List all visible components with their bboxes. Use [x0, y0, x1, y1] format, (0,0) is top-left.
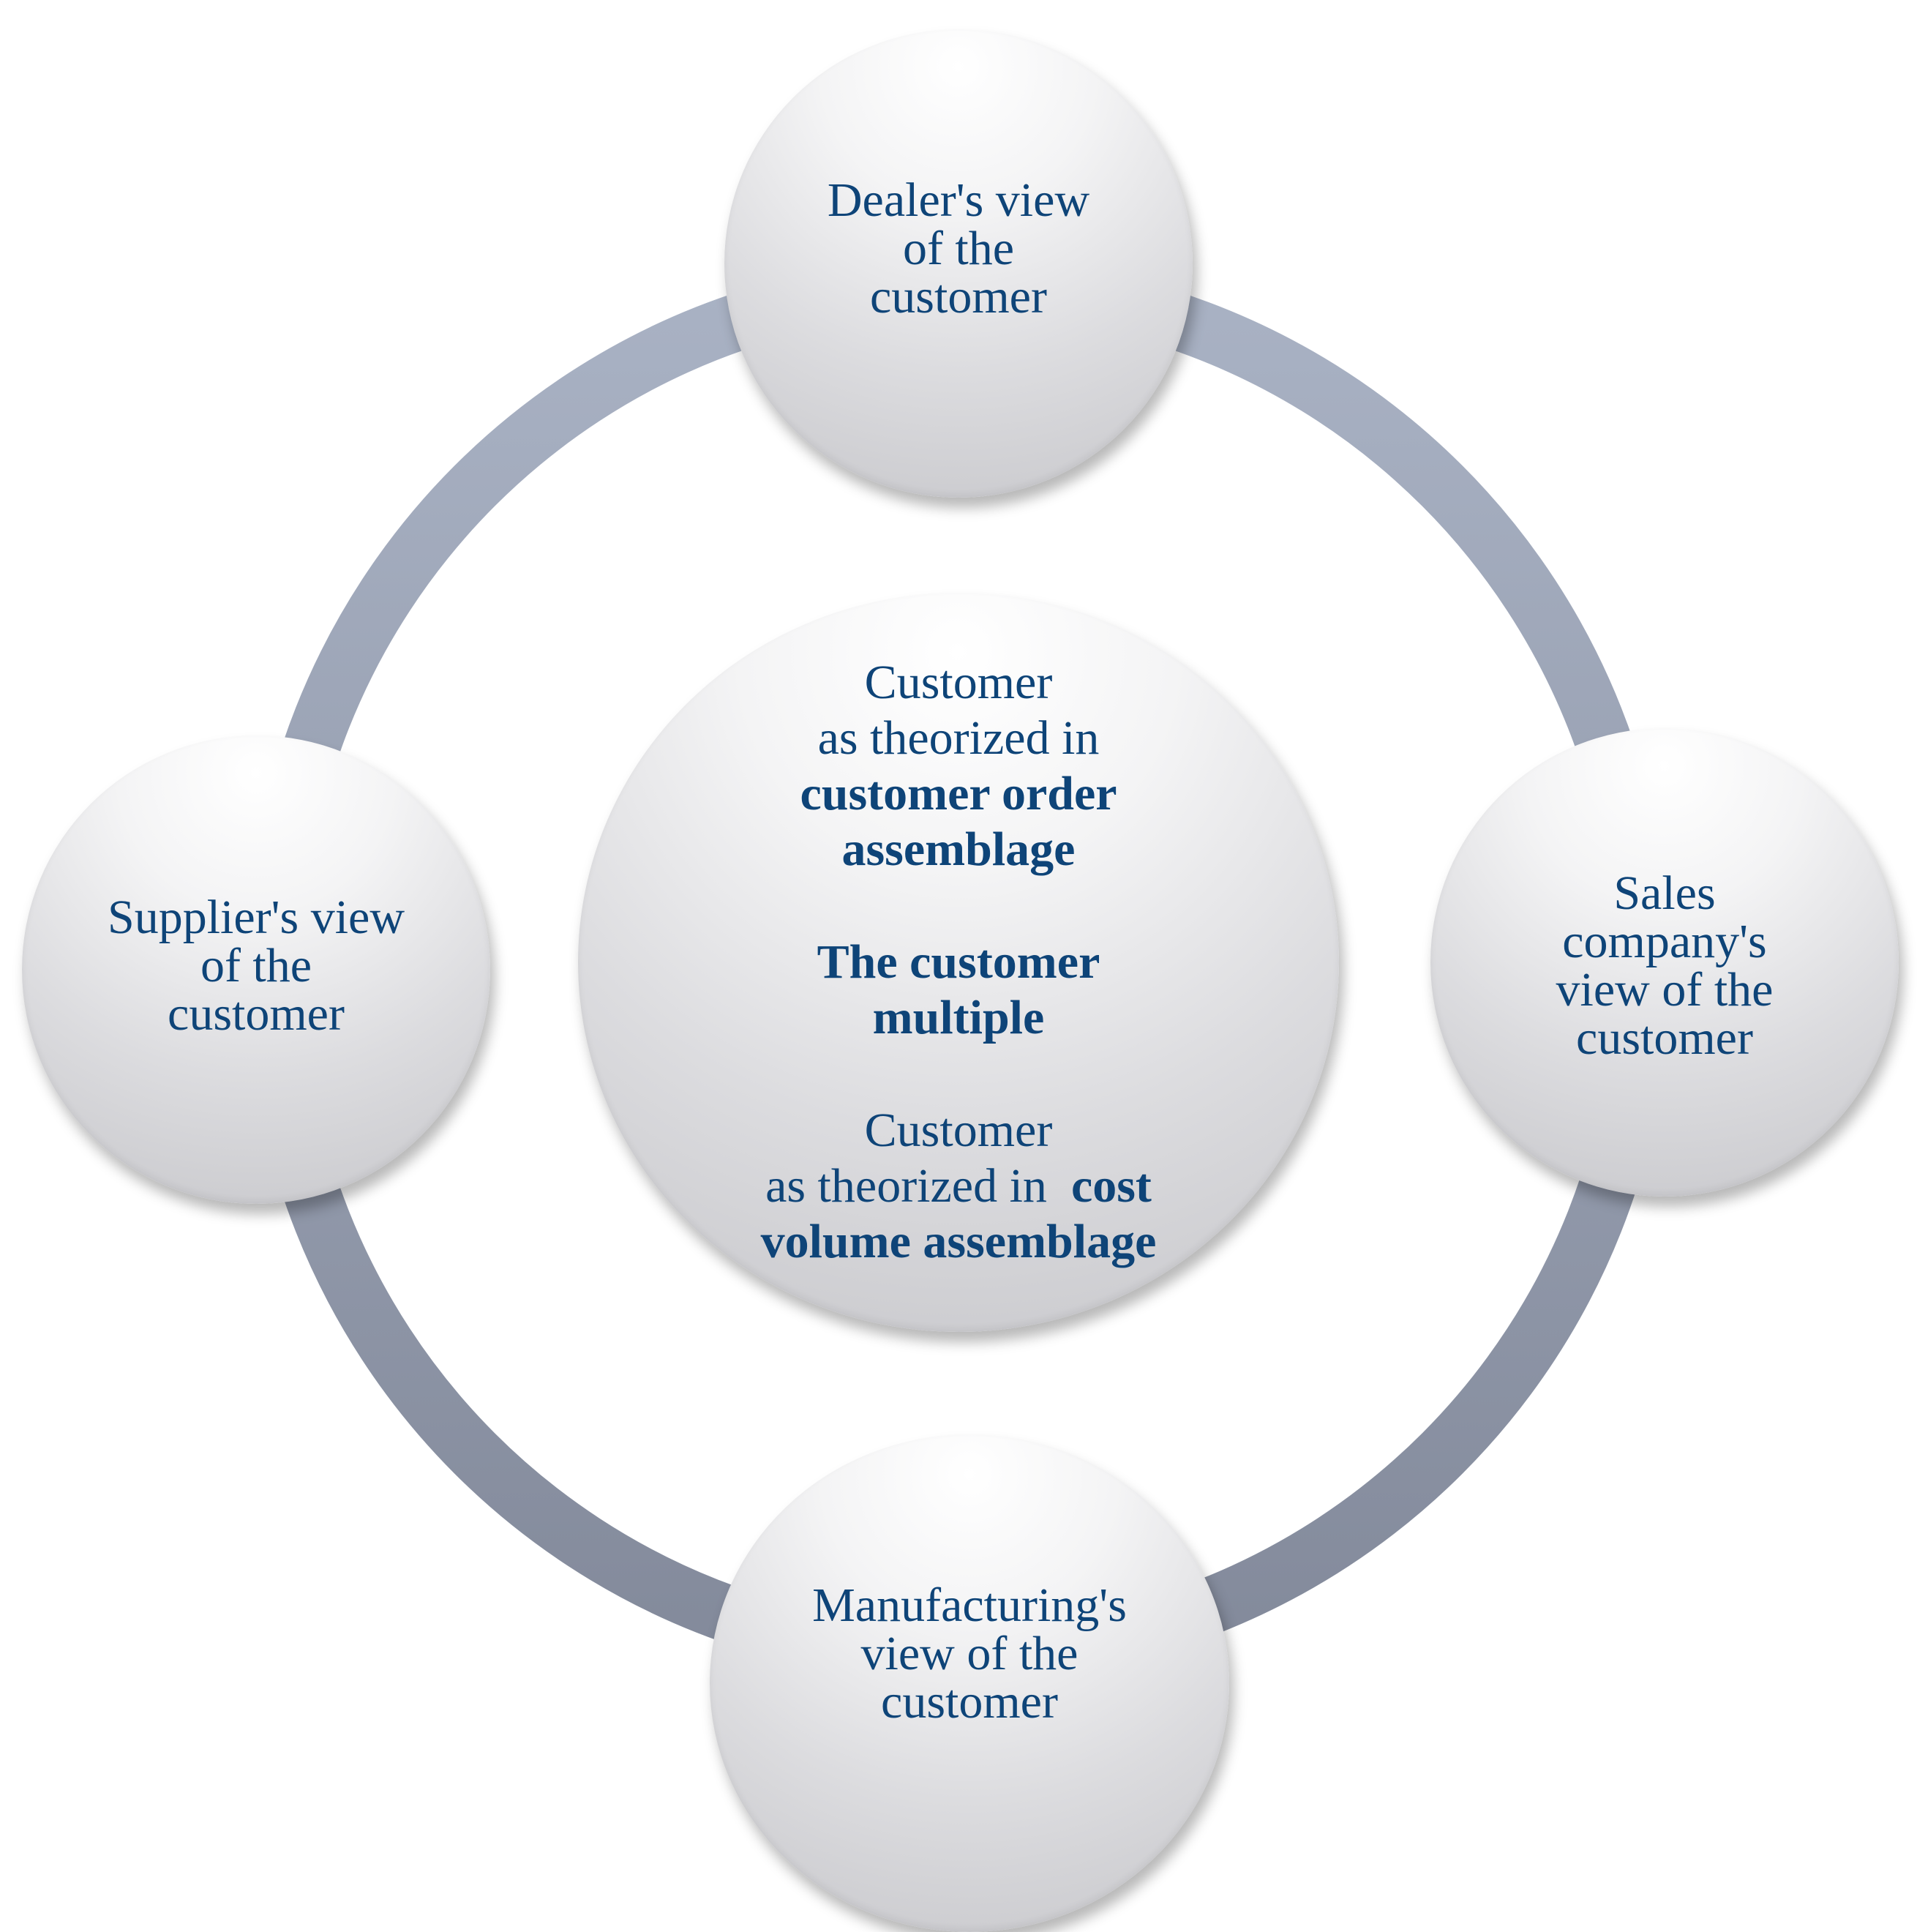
customer-multiple-bold2: multiple [872, 990, 1045, 1044]
customer-multiple-block: The customer multiple [817, 935, 1100, 1046]
customer-order-bold1: customer order [800, 767, 1117, 821]
manufacturing-view-node: Manufacturing's view of the customer [710, 1434, 1229, 1932]
dealer-view-node: Dealer's view of the customer [724, 29, 1193, 498]
supplier-view-node: Supplier's view of the customer [22, 735, 490, 1204]
cost-volume-block: Customer as theorized in cost volume ass… [761, 1103, 1157, 1270]
manufacturing-view-label: Manufacturing's view of the customer [812, 1579, 1127, 1729]
cost-volume-line2-row: as theorized in cost [761, 1158, 1157, 1214]
customer-order-line1: Customer [864, 656, 1053, 710]
dealer-view-label: Dealer's view of the customer [827, 173, 1090, 323]
customer-order-block: Customer as theorized in customer order … [800, 655, 1117, 877]
customer-multiple-bold1: The customer [817, 935, 1100, 989]
supplier-view-label: Supplier's view of the customer [107, 891, 405, 1041]
sales-company-view-label: Sales company's view of the customer [1556, 866, 1774, 1065]
customer-multiple-center-node: Customer as theorized in customer order … [578, 593, 1339, 1332]
cost-volume-bold-inline: cost [1070, 1158, 1152, 1213]
cost-volume-line2: as theorized in [765, 1158, 1047, 1213]
customer-order-line2: as theorized in [817, 711, 1100, 765]
customer-order-bold2: assemblage [841, 823, 1076, 877]
cost-volume-bold2: volume assemblage [760, 1214, 1157, 1268]
cost-volume-line1: Customer [864, 1103, 1053, 1157]
sales-company-view-node: Sales company's view of the customer [1430, 728, 1899, 1197]
